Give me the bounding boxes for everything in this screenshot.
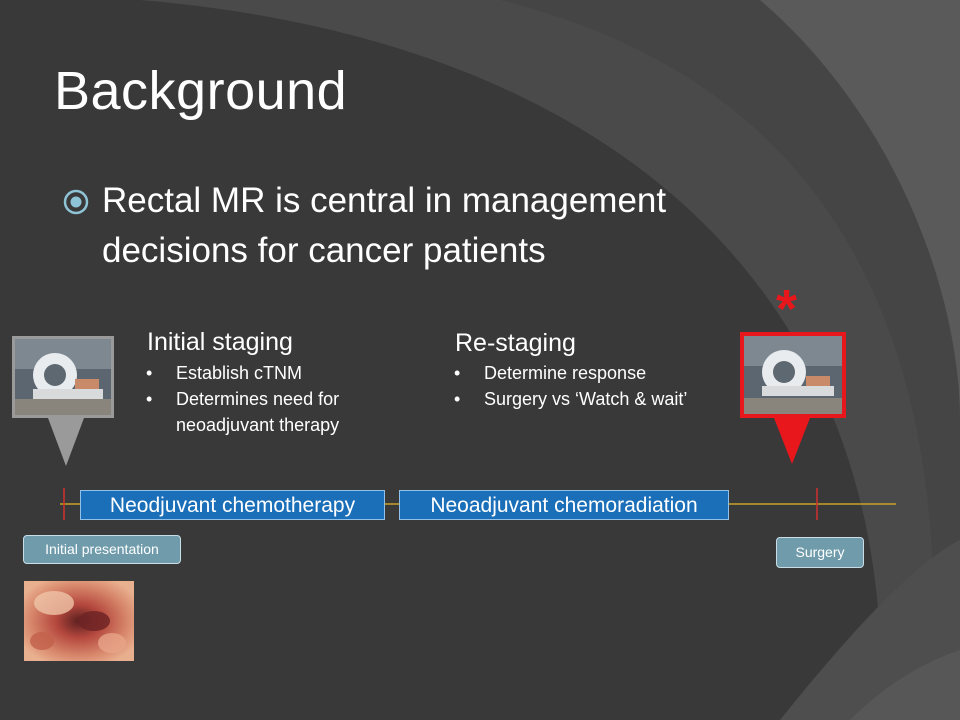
main-bullet-text: Rectal MR is central in management decis…	[102, 181, 667, 270]
mri-scanner-icon	[744, 336, 842, 414]
slide-title: Background	[54, 61, 348, 121]
circled-dot-icon	[63, 189, 89, 215]
list-item: Establish cTNM	[146, 360, 386, 386]
restaging-list: Determine response Surgery vs ‘Watch & w…	[454, 360, 744, 412]
endoscopy-icon	[24, 581, 134, 661]
mri-scanner-image	[12, 336, 114, 418]
left-callout-pointer	[48, 418, 84, 466]
mri-scanner-image-highlighted	[740, 332, 846, 418]
phase-chemotherapy-bar: Neodjuvant chemotherapy	[80, 490, 385, 520]
phase-chemoradiation-bar: Neoadjuvant chemoradiation	[399, 490, 729, 520]
initial-presentation-label: Initial presentation	[23, 535, 181, 564]
list-item: Determines need for neoadjuvant therapy	[146, 386, 386, 438]
list-item: Surgery vs ‘Watch & wait’	[454, 386, 744, 412]
endoscopy-image	[24, 581, 134, 661]
initial-staging-list: Establish cTNM Determines need for neoad…	[146, 360, 386, 438]
list-item: Determine response	[454, 360, 744, 386]
mri-scanner-icon	[15, 339, 111, 415]
initial-staging-heading: Initial staging	[147, 328, 293, 356]
highlight-asterisk: *	[776, 279, 798, 339]
surgery-label: Surgery	[776, 537, 864, 568]
right-callout-pointer	[774, 418, 810, 464]
restaging-heading: Re-staging	[455, 329, 576, 357]
